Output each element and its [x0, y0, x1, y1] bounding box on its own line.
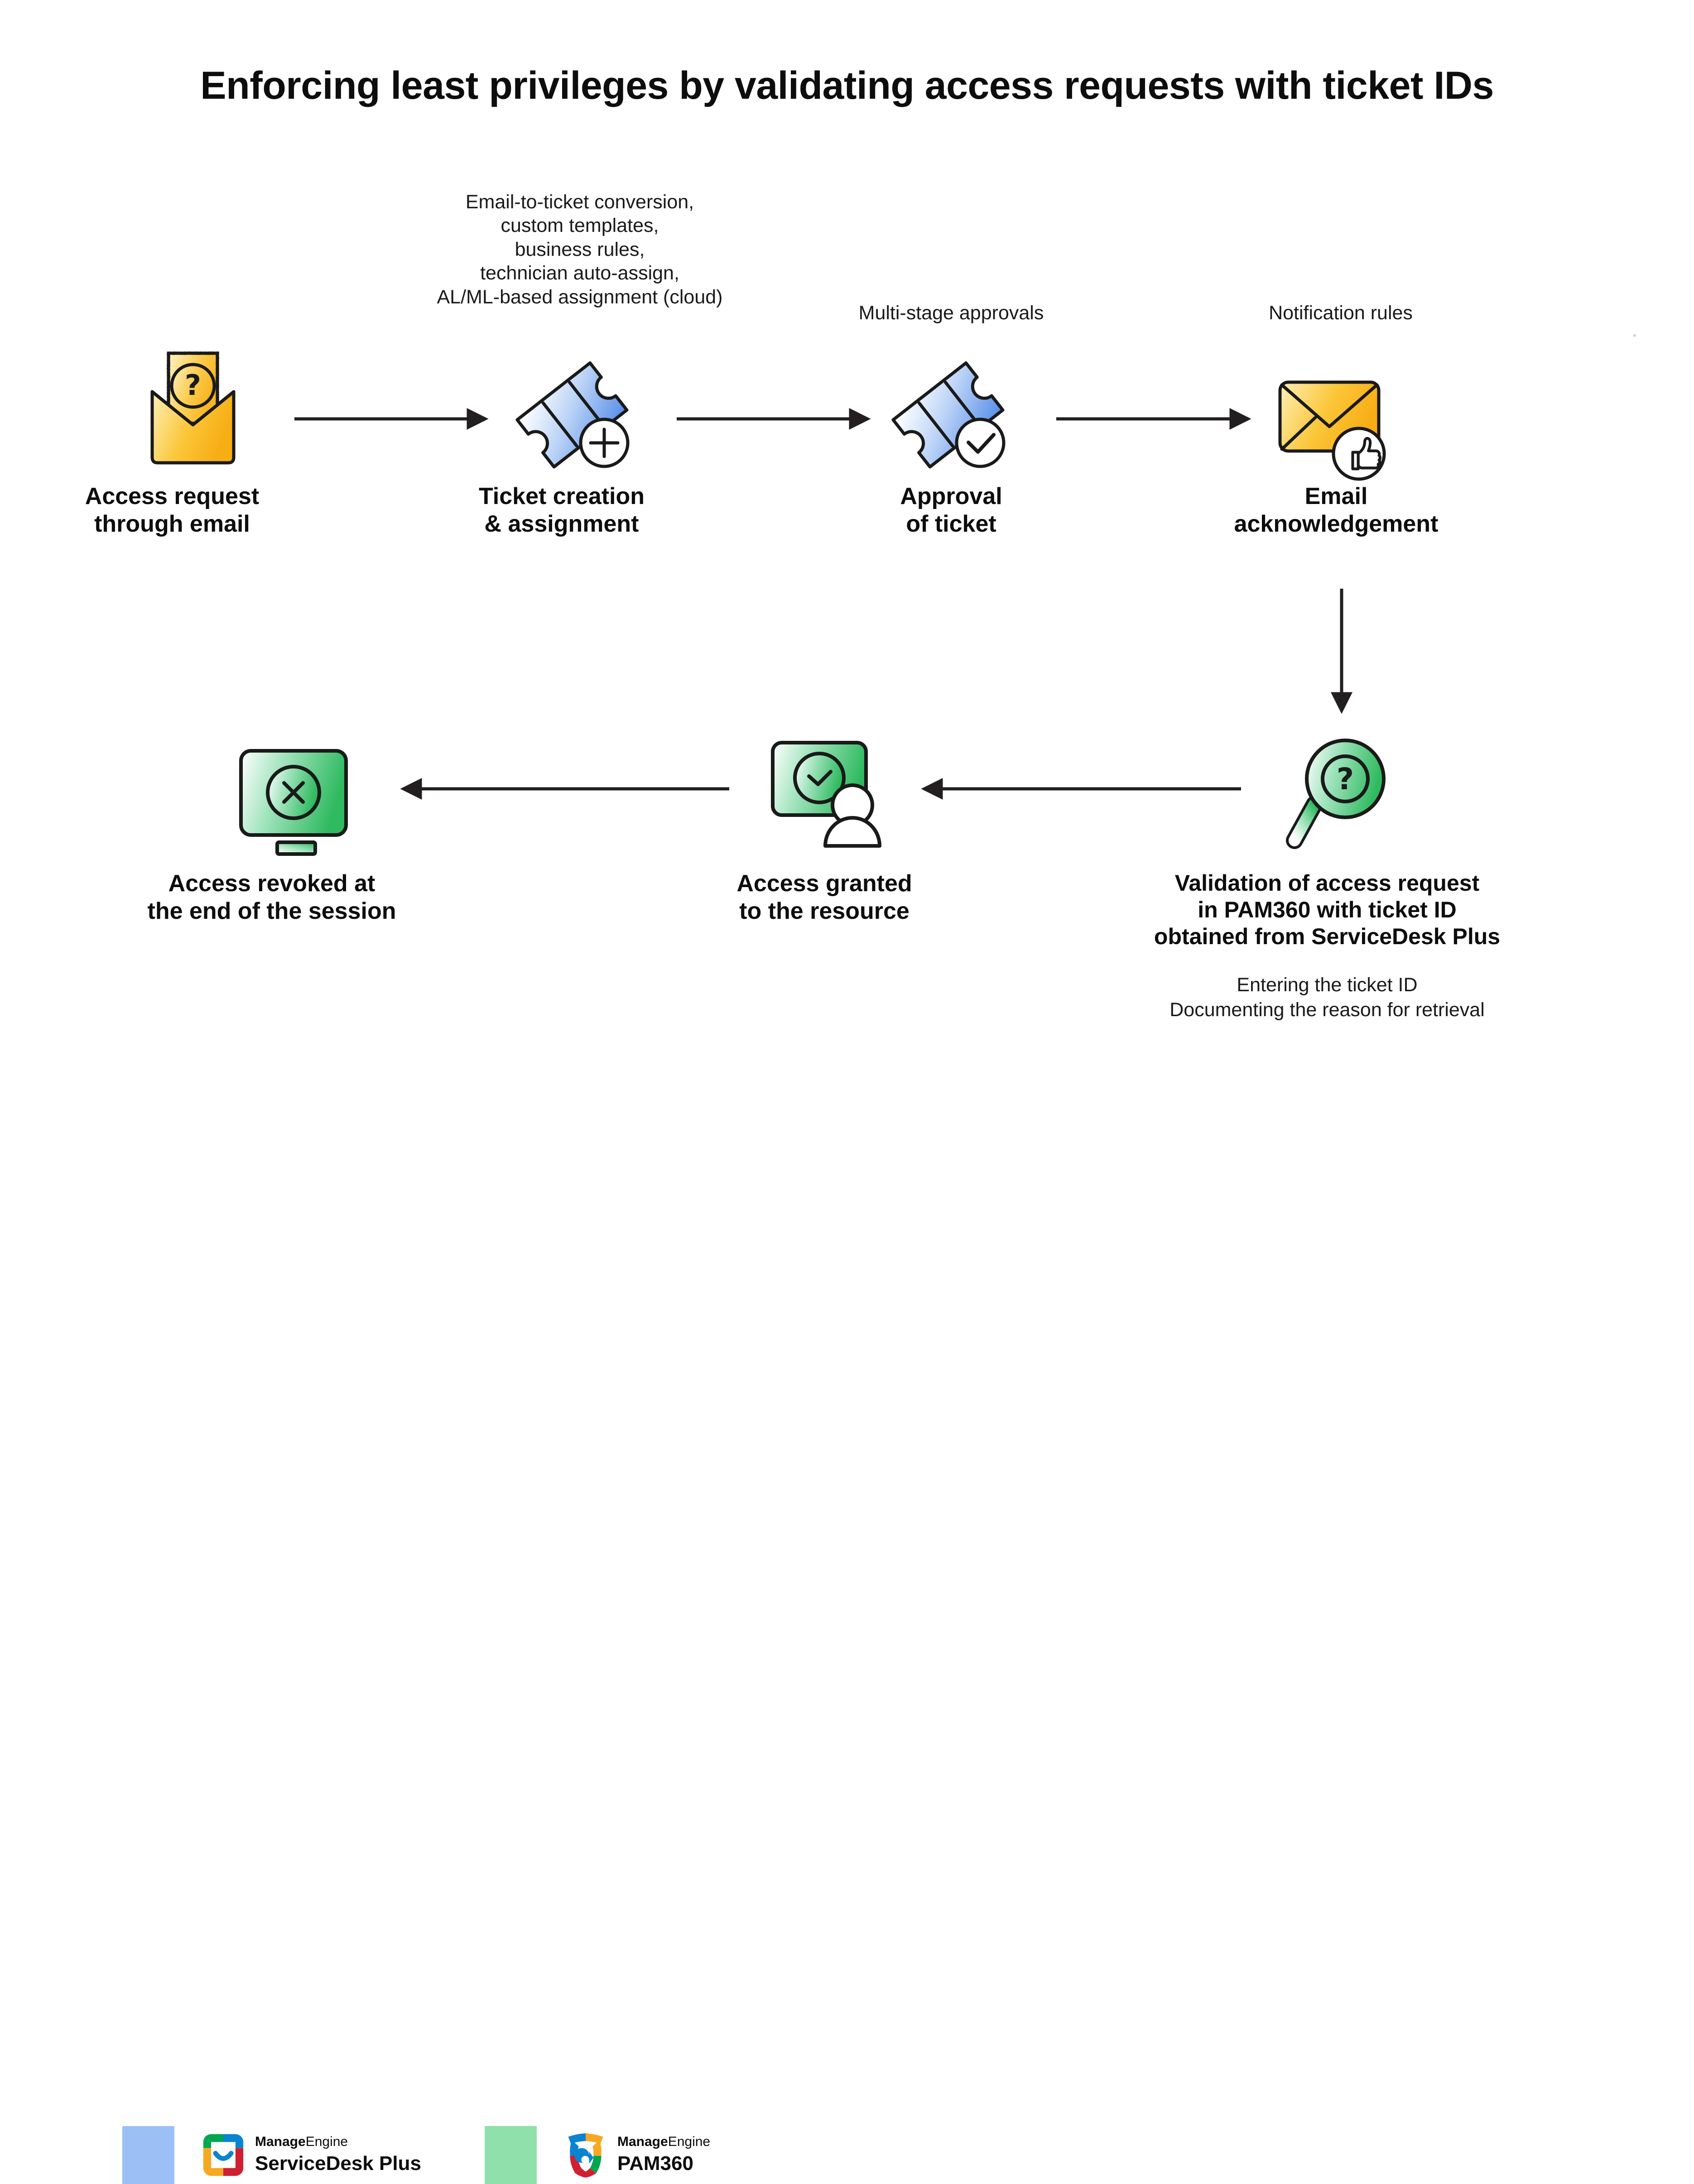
step-note-validation: Entering the ticket ID Documenting the r… [1169, 974, 1485, 1021]
diagram-canvas: Enforcing least privileges by validating… [0, 64, 1694, 2184]
step-icon-slot [643, 731, 1006, 858]
pam360-logo [568, 2133, 603, 2178]
step-icon-slot [1196, 344, 1477, 471]
step-label-access-revoked: Access revoked at the end of the session [147, 870, 396, 925]
step-label-ticket-creation: Ticket creation & assignment [478, 483, 645, 538]
step-icon-slot [32, 344, 313, 471]
brand-company-pam360: ManageEngine [617, 2134, 711, 2149]
servicedesk-plus-logo [203, 2134, 244, 2176]
diagram-graphics-layer: ? [150, 351, 1386, 856]
step-access-granted: Access granted to the resource [643, 731, 1006, 926]
brand-company-servicedesk-plus: ManageEngine [255, 2134, 348, 2149]
decorative-dot [1633, 334, 1636, 337]
step-ticket-creation: Ticket creation & assignment [421, 344, 702, 538]
brand-product-servicedesk-plus: ServiceDesk Plus [255, 2152, 421, 2174]
page-title: Enforcing least privileges by validating… [200, 64, 1494, 107]
step-label-access-granted: Access granted to the resource [736, 870, 912, 925]
step-email-acknowledgement: Email acknowledgement [1196, 344, 1477, 538]
step-label-email-acknowledgement: Email acknowledgement [1234, 483, 1439, 538]
step-label-approval-of-ticket: Approval of ticket [900, 483, 1002, 538]
brand-servicedesk-plus: ManageEngine ServiceDesk Plus [122, 2126, 421, 2184]
step-icon-slot [421, 344, 702, 471]
brand-text-block: ManageEngine ServiceDesk Plus [255, 2135, 421, 2175]
step-validation: Validation of access request in PAM360 w… [1083, 731, 1572, 1022]
annotation-ticket-features: Email-to-ticket conversion, custom templ… [437, 191, 723, 308]
step-approval-of-ticket: Approval of ticket [811, 344, 1092, 538]
step-icon-slot [104, 731, 439, 858]
legend-swatch-servicedesk-plus [122, 2126, 174, 2184]
brand-product-pam360: PAM360 [617, 2152, 693, 2174]
brand-pam360: ManageEngine PAM360 [485, 2126, 710, 2184]
step-icon-slot [1083, 731, 1572, 858]
annotation-approval-features: Multi-stage approvals [858, 302, 1044, 324]
step-access-request: Access request through email [32, 344, 313, 538]
step-label-validation: Validation of access request in PAM360 w… [1154, 870, 1501, 949]
annotation-notification-features: Notification rules [1269, 302, 1413, 324]
brand-text-block: ManageEngine PAM360 [617, 2135, 710, 2175]
step-access-revoked: Access revoked at the end of the session [104, 731, 439, 926]
footer-brands: ManageEngine ServiceDesk Plus ManageEngi… [0, 1060, 1694, 2184]
step-label-access-request: Access request through email [85, 483, 260, 538]
step-icon-slot [811, 344, 1092, 471]
legend-swatch-pam360 [485, 2126, 537, 2184]
